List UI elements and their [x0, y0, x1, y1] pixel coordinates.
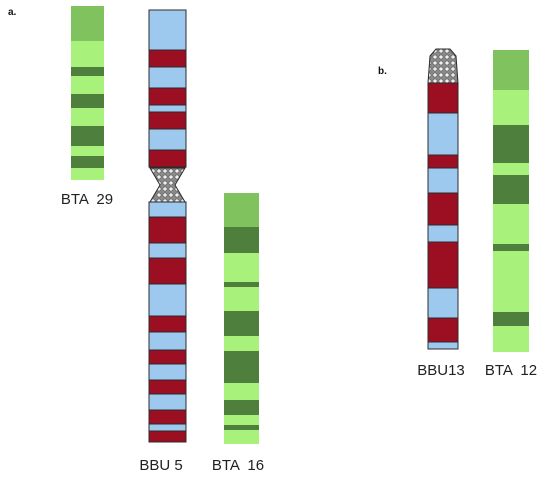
band — [148, 9, 187, 51]
band — [493, 90, 529, 125]
band — [148, 216, 187, 244]
band — [224, 227, 259, 253]
band — [71, 6, 104, 41]
band — [224, 400, 259, 415]
band — [224, 336, 259, 351]
label-bta16: BTA 16 — [212, 457, 264, 474]
band — [71, 168, 104, 180]
label-bta29: BTA 29 — [61, 191, 113, 208]
band — [148, 111, 187, 130]
band — [148, 423, 187, 432]
band — [148, 87, 187, 106]
chromosome-bbu5: BBU 5 — [139, 9, 187, 474]
band — [224, 193, 259, 227]
band — [71, 156, 104, 168]
band — [224, 287, 259, 311]
label-bbu13: BBU13 — [417, 362, 465, 379]
band — [148, 242, 187, 259]
band — [493, 163, 529, 175]
band — [148, 149, 187, 168]
band — [224, 430, 259, 444]
band — [148, 283, 187, 317]
band — [493, 312, 529, 326]
band — [224, 253, 259, 282]
band — [427, 224, 459, 243]
label-bta12: BTA 12 — [485, 362, 537, 379]
band — [148, 49, 187, 68]
band — [427, 82, 459, 114]
band — [148, 201, 187, 218]
band — [71, 146, 104, 156]
band — [71, 41, 104, 67]
band — [148, 430, 187, 443]
band — [427, 154, 459, 169]
band — [427, 112, 459, 156]
chromosome-bta12: BTA 12 — [485, 50, 537, 379]
panel-a-label: a. — [8, 7, 17, 18]
band — [224, 282, 259, 287]
band — [427, 341, 459, 350]
centromere — [149, 167, 186, 203]
band — [71, 108, 104, 126]
band — [224, 425, 259, 430]
band — [148, 104, 187, 113]
band — [148, 409, 187, 425]
band — [148, 379, 187, 395]
band — [493, 50, 529, 90]
band — [427, 317, 459, 343]
centromere — [427, 48, 459, 84]
band — [224, 351, 259, 383]
band — [148, 331, 187, 351]
band — [493, 326, 529, 352]
band — [493, 204, 529, 244]
chromosome-bta16: BTA 16 — [212, 193, 264, 474]
band — [427, 192, 459, 226]
band — [148, 66, 187, 89]
band — [148, 128, 187, 151]
band — [427, 287, 459, 319]
chromosome-bta29: BTA 29 — [61, 6, 113, 208]
band — [493, 251, 529, 312]
band — [493, 175, 529, 204]
chromosome-bbu13: BBU13 — [417, 48, 465, 379]
band — [493, 125, 529, 163]
band — [71, 94, 104, 108]
band — [224, 311, 259, 336]
band — [148, 349, 187, 365]
band — [148, 315, 187, 333]
band — [71, 126, 104, 146]
band — [148, 363, 187, 381]
band — [71, 76, 104, 94]
band — [148, 257, 187, 285]
panel-b-label: b. — [378, 66, 387, 77]
band — [148, 393, 187, 411]
band — [493, 244, 529, 251]
band — [427, 167, 459, 194]
band — [427, 241, 459, 289]
label-bbu5: BBU 5 — [139, 457, 182, 474]
band — [71, 67, 104, 76]
band — [224, 383, 259, 400]
band — [224, 415, 259, 425]
